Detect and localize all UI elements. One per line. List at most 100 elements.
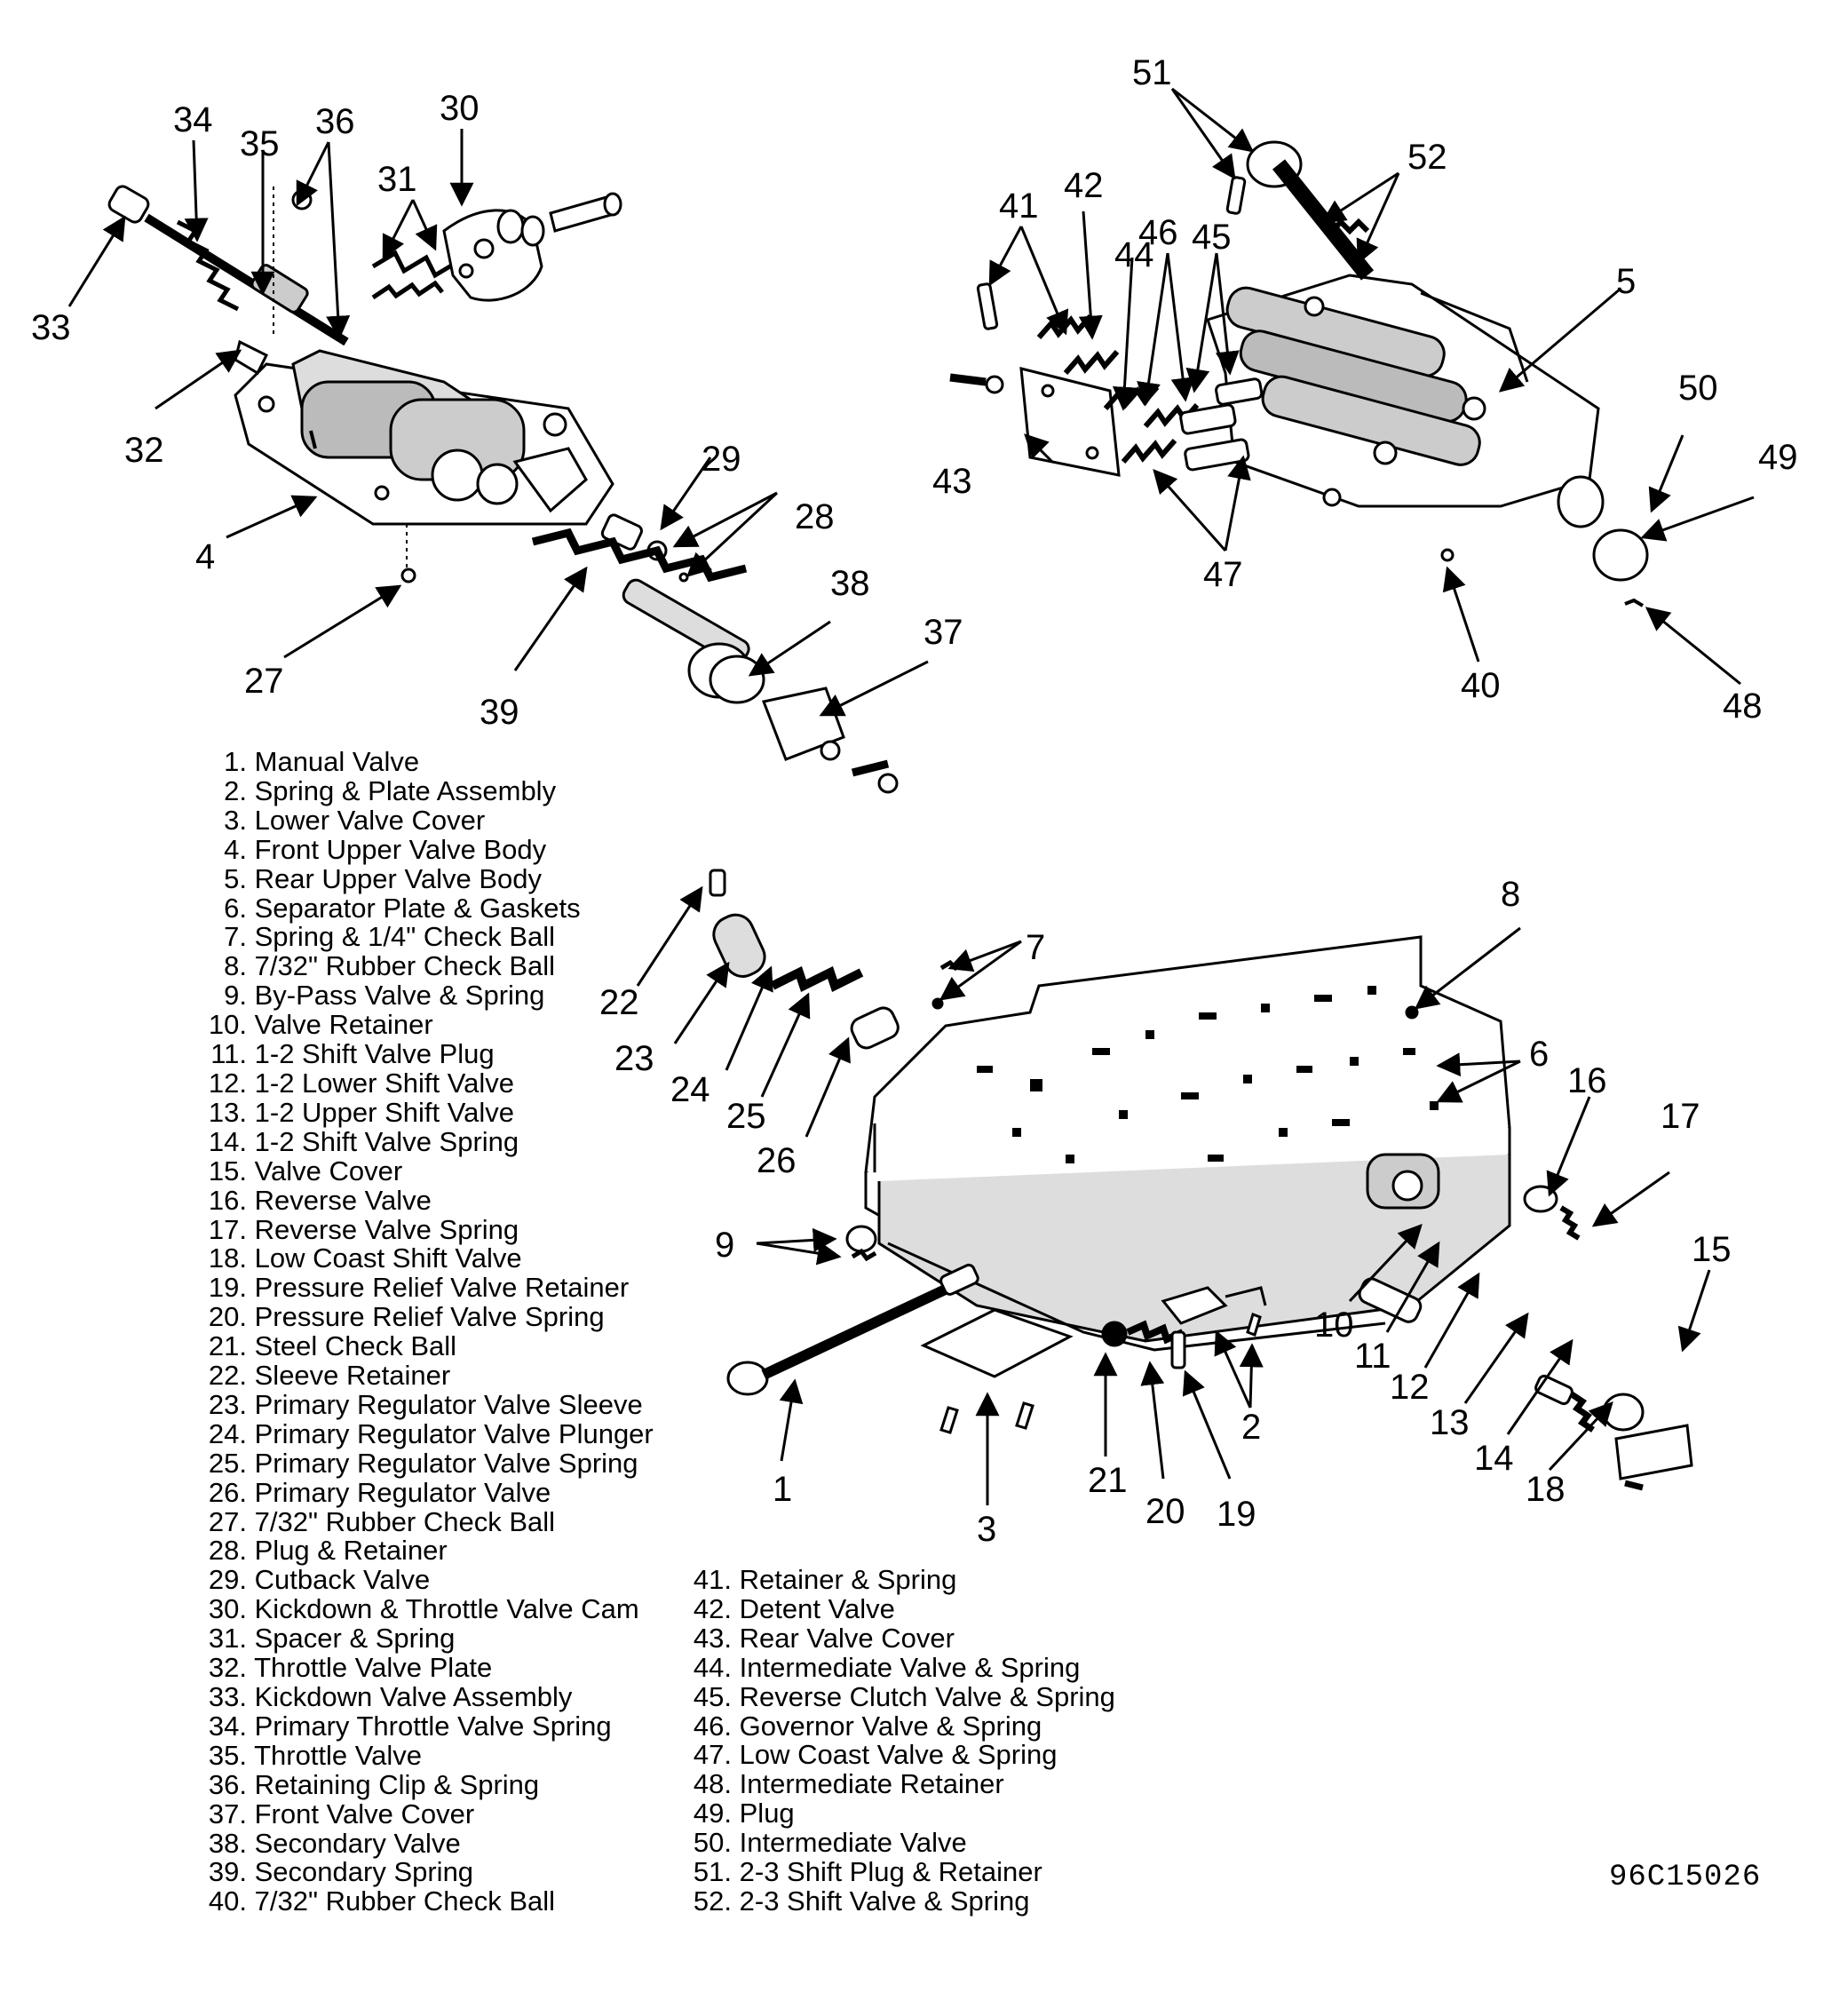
legend-item-number: 2. (224, 774, 247, 806)
legend-item-label: 1-2 Shift Valve Spring (254, 1125, 519, 1157)
callout-31: 31 (377, 160, 417, 199)
legend-item: 39. Secondary Spring (197, 1856, 654, 1888)
legend-item-number: 6. (224, 892, 247, 924)
legend-item-number: 5. (224, 862, 247, 894)
legend-item-label: 1-2 Lower Shift Valve (254, 1067, 514, 1099)
legend-item-label: Secondary Valve (254, 1827, 461, 1859)
legend-item-number: 10. (208, 1009, 247, 1041)
legend-item: 47. Low Coast Valve & Spring (682, 1739, 1115, 1771)
callout-6: 6 (1529, 1035, 1549, 1074)
legend-item: 28. Plug & Retainer (197, 1536, 654, 1566)
legend-item-number: 13. (208, 1096, 247, 1128)
callout-48: 48 (1723, 687, 1763, 726)
legend-item-label: Retainer & Spring (739, 1564, 957, 1595)
legend-item-number: 49. (693, 1798, 732, 1829)
callout-19: 19 (1217, 1495, 1256, 1534)
legend-item-label: Pressure Relief Valve Retainer (254, 1272, 630, 1304)
legend-item-number: 44. (693, 1651, 732, 1683)
legend-item-number: 52. (693, 1885, 732, 1917)
legend-item-label: 7/32" Rubber Check Ball (254, 950, 556, 982)
callout-36: 36 (315, 102, 355, 141)
callout-10: 10 (1314, 1306, 1354, 1345)
legend-item: 9. By-Pass Valve & Spring (197, 980, 654, 1012)
legend-item-number: 47. (693, 1739, 732, 1771)
legend-item-number: 9. (224, 980, 247, 1012)
callout-33: 33 (31, 308, 71, 347)
legend-item-number: 23. (208, 1388, 247, 1420)
legend-item: 16. Reverse Valve (197, 1184, 654, 1216)
legend-item-number: 16. (208, 1184, 247, 1216)
callout-28: 28 (795, 497, 835, 536)
legend-item: 21. Steel Check Ball (197, 1330, 654, 1362)
legend-item-label: Pressure Relief Valve Spring (254, 1301, 605, 1333)
legend-item-number: 14. (208, 1125, 247, 1157)
legend-item: 30. Kickdown & Throttle Valve Cam (197, 1594, 654, 1624)
lower-body-loose-parts (709, 869, 1693, 1491)
callout-41: 41 (999, 187, 1039, 226)
callout-1: 1 (773, 1470, 792, 1509)
legend-item: 22. Sleeve Retainer (197, 1361, 654, 1391)
legend-item-label: Manual Valve (254, 746, 420, 777)
callout-15: 15 (1692, 1230, 1732, 1269)
legend-item-label: Detent Valve (739, 1592, 895, 1624)
callout-42: 42 (1064, 166, 1104, 205)
callout-27: 27 (244, 662, 284, 701)
legend-item-number: 33. (208, 1681, 247, 1712)
legend-item-label: Lower Valve Cover (254, 804, 486, 836)
legend-item: 43. Rear Valve Cover (682, 1623, 1115, 1654)
legend-item-label: Intermediate Retainer (739, 1768, 1004, 1800)
legend-item: 33. Kickdown Valve Assembly (197, 1681, 654, 1712)
legend-item: 26. Primary Regulator Valve (197, 1478, 654, 1508)
legend-item-label: Primary Regulator Valve Sleeve (254, 1388, 643, 1420)
legend-item: 27. 7/32" Rubber Check Ball (197, 1507, 654, 1537)
legend-item-number: 34. (208, 1710, 247, 1742)
callout-47: 47 (1203, 555, 1243, 594)
legend-item: 15. Valve Cover (197, 1155, 654, 1187)
legend-item: 6. Separator Plate & Gaskets (197, 892, 654, 924)
legend-item-number: 45. (693, 1680, 732, 1712)
callout-8: 8 (1501, 875, 1520, 914)
legend-item: 4. Front Upper Valve Body (197, 835, 654, 865)
legend-item: 10. Valve Retainer (197, 1009, 654, 1041)
legend-item-label: Spring & Plate Assembly (254, 774, 557, 806)
legend-item: 18. Low Coast Shift Valve (197, 1242, 654, 1274)
callout-9: 9 (715, 1226, 734, 1265)
callout-35: 35 (240, 124, 280, 163)
legend-item-label: Throttle Valve (254, 1739, 423, 1771)
legend-item-number: 15. (208, 1155, 247, 1187)
callout-12: 12 (1390, 1368, 1430, 1407)
callout-43: 43 (932, 462, 972, 501)
legend-item-number: 31. (208, 1623, 247, 1655)
legend-item: 11. 1-2 Shift Valve Plug (197, 1039, 654, 1069)
legend-item: 2. Spring & Plate Assembly (197, 774, 654, 806)
legend-item: 24. Primary Regulator Valve Plunger (197, 1419, 654, 1449)
legend-item-label: Separator Plate & Gaskets (254, 892, 581, 924)
callout-23: 23 (614, 1039, 654, 1078)
callout-26: 26 (757, 1141, 797, 1180)
callout-21: 21 (1088, 1461, 1128, 1500)
legend-item-label: Reverse Valve (254, 1184, 432, 1216)
legend-item-label: Low Coast Shift Valve (254, 1242, 522, 1274)
callout-50: 50 (1678, 369, 1718, 408)
callout-39: 39 (480, 693, 519, 732)
legend-item-number: 3. (224, 804, 247, 836)
legend-item-number: 40. (208, 1885, 247, 1917)
legend-item-number: 39. (208, 1856, 247, 1888)
legend-item-number: 21. (208, 1330, 247, 1362)
legend-item-number: 25. (208, 1447, 247, 1479)
legend-item: 14. 1-2 Shift Valve Spring (197, 1125, 654, 1157)
callout-34: 34 (173, 100, 213, 139)
legend-item-number: 46. (693, 1710, 732, 1742)
callout-49: 49 (1758, 438, 1798, 477)
legend-item-number: 20. (208, 1301, 247, 1333)
legend-item-number: 1. (224, 746, 247, 777)
legend-item-label: Plug & Retainer (254, 1535, 448, 1567)
callout-44: 44 (1114, 235, 1154, 274)
callout-11: 11 (1354, 1337, 1391, 1376)
legend-item: 25. Primary Regulator Valve Spring (197, 1449, 654, 1479)
legend-item-number: 36. (208, 1768, 247, 1800)
legend-item-label: Spring & 1/4" Check Ball (254, 921, 556, 953)
callout-29: 29 (702, 440, 741, 479)
legend-item-label: 7/32" Rubber Check Ball (254, 1885, 556, 1917)
